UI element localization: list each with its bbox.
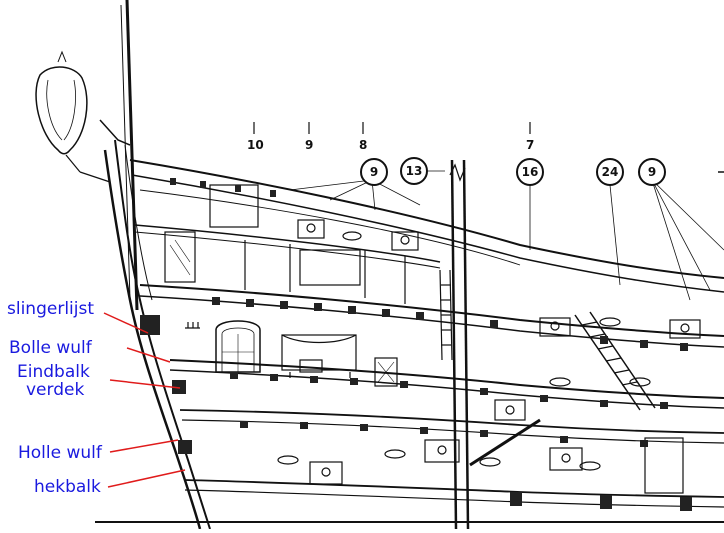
label-holle-wulf: Holle wulf xyxy=(18,443,102,463)
label-hekbalk: hekbalk xyxy=(34,477,101,497)
frame-number-7: 7 xyxy=(526,138,535,152)
callout-16: 16 xyxy=(516,158,544,186)
frame-number-10: 10 xyxy=(247,138,264,152)
frame-number-9: 9 xyxy=(305,138,314,152)
label-slingerlijst: slingerlijst xyxy=(7,299,95,319)
label-bolle-wulf: Bolle wulf xyxy=(9,338,92,358)
callout-9-b: 9 xyxy=(638,158,666,186)
callout-13: 13 xyxy=(400,157,428,185)
callout-24: 24 xyxy=(596,158,624,186)
callout-9-a: 9 xyxy=(360,158,388,186)
label-eindbalk: Eindbalk xyxy=(17,362,90,382)
frame-number-8: 8 xyxy=(359,138,368,152)
label-verdek: verdek xyxy=(26,380,85,400)
